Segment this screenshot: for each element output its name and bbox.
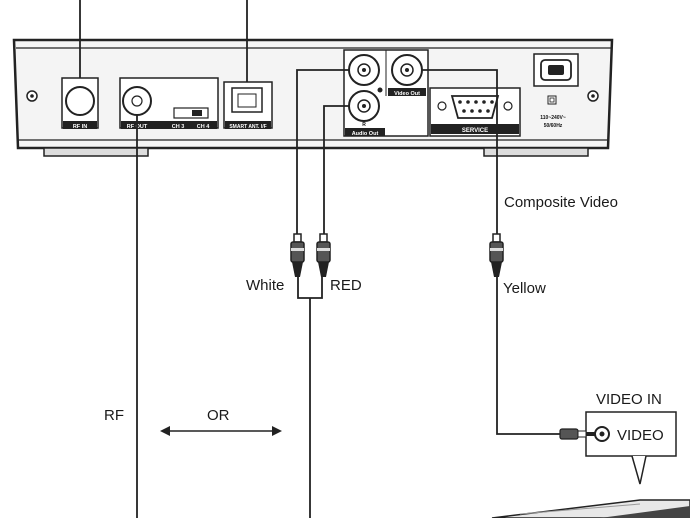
smart-ant-label: SMART ANT. I/F <box>229 124 266 130</box>
yellow-label: Yellow <box>503 280 546 297</box>
video-in-label: VIDEO IN <box>596 391 662 408</box>
av-panel: Video Out R Audio Out <box>343 49 429 137</box>
service-port: SERVICE <box>429 87 521 137</box>
channel-switch <box>173 107 209 119</box>
rca-plug-white <box>290 233 305 277</box>
tv-set <box>491 499 690 518</box>
audio-r-marker: R <box>362 122 366 128</box>
receiver-foot-right <box>483 147 589 157</box>
rf-in-label: RF IN <box>73 124 87 130</box>
rca-plug-yellow <box>489 233 504 277</box>
receiver-device <box>12 38 614 157</box>
video-cable <box>422 69 498 236</box>
video-out-label: Video Out <box>394 91 420 97</box>
smart-ant-port: SMART ANT. I/F <box>223 81 273 130</box>
cables <box>79 0 562 518</box>
composite-video-label: Composite Video <box>504 194 618 211</box>
video-to-tv-cable <box>496 276 562 435</box>
audio-r-cable <box>323 105 349 236</box>
red-label: RED <box>330 277 362 294</box>
ch4-label: CH 4 <box>197 124 210 130</box>
rf-label: RF <box>104 407 124 424</box>
receiver-body <box>12 38 614 150</box>
service-label: SERVICE <box>462 128 488 134</box>
tv-input-plug <box>559 428 595 440</box>
rf-out-port: RF OUT CH 3 CH 4 <box>119 77 219 130</box>
ch3-label: CH 3 <box>172 124 185 130</box>
rca-plug-red <box>316 233 331 277</box>
video-label: VIDEO <box>617 427 664 444</box>
rf-in-port: RF IN <box>61 77 99 130</box>
callout-pointer <box>631 455 647 485</box>
power-rating-line1: 110~240V~ <box>540 115 566 121</box>
power-inlet: 110~240V~ 50/60Hz <box>533 53 579 129</box>
or-label: OR <box>207 407 230 424</box>
audio-cable-join <box>297 276 323 299</box>
or-double-arrow <box>160 426 282 436</box>
tv-video-in-panel: VIDEO IN VIDEO <box>585 391 677 485</box>
audio-l-marker-dot <box>377 87 383 93</box>
audio-out-label: Audio Out <box>352 131 379 137</box>
audio-l-cable <box>296 69 350 236</box>
power-rating-line2: 50/60Hz <box>544 123 563 129</box>
white-label: White <box>246 277 284 294</box>
receiver-foot-left <box>43 147 149 157</box>
